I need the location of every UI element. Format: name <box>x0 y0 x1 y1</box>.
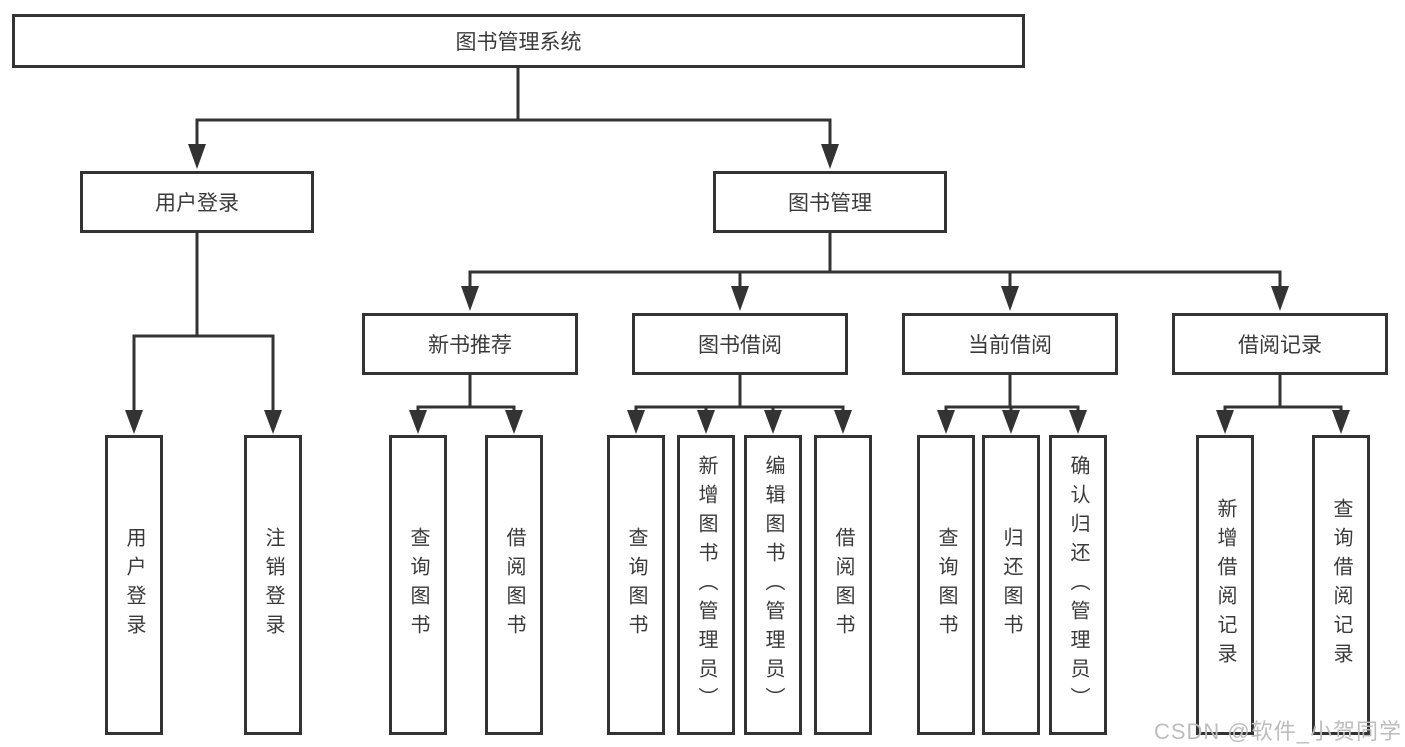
node-book-borrowing: 图书借阅 <box>632 313 848 375</box>
leaf-label: 查询图书 <box>625 527 647 643</box>
leaf-query-books-current: 查询图书 <box>917 435 975 735</box>
node-borrowing-records: 借阅记录 <box>1172 313 1388 375</box>
leaf-label: 编辑图书（管理员） <box>762 454 784 716</box>
leaf-return-books: 归还图书 <box>982 435 1040 735</box>
leaf-add-book-admin: 新增图书（管理员） <box>677 435 735 735</box>
leaf-label: 查询图书 <box>407 527 429 643</box>
node-user-login: 用户登录 <box>80 171 314 233</box>
leaf-label: 查询图书 <box>935 527 957 643</box>
node-root: 图书管理系统 <box>12 14 1025 68</box>
node-book-management: 图书管理 <box>713 171 947 233</box>
leaf-label: 借阅图书 <box>503 527 525 643</box>
leaf-label: 用户登录 <box>123 527 145 643</box>
leaf-label: 借阅图书 <box>832 527 854 643</box>
arrowhead-icons <box>125 144 1350 434</box>
leaf-label: 新增借阅记录 <box>1214 498 1236 672</box>
leaf-label: 查询借阅记录 <box>1330 498 1352 672</box>
leaf-query-books-recommend: 查询图书 <box>389 435 447 735</box>
leaf-logout: 注销登录 <box>244 435 302 735</box>
leaf-query-borrow-record: 查询借阅记录 <box>1312 435 1370 735</box>
leaf-user-login: 用户登录 <box>105 435 163 735</box>
leaf-confirm-return-admin: 确认归还（管理员） <box>1049 435 1107 735</box>
leaf-label: 注销登录 <box>262 527 284 643</box>
leaf-add-borrow-record: 新增借阅记录 <box>1196 435 1254 735</box>
leaf-edit-book-admin: 编辑图书（管理员） <box>744 435 802 735</box>
node-new-book-recommendation: 新书推荐 <box>362 313 578 375</box>
leaf-label: 确认归还（管理员） <box>1067 454 1089 716</box>
leaf-query-books-borrowing: 查询图书 <box>607 435 665 735</box>
leaf-label: 归还图书 <box>1000 527 1022 643</box>
leaf-borrow-books-recommend: 借阅图书 <box>485 435 543 735</box>
leaf-borrow-books-borrowing: 借阅图书 <box>814 435 872 735</box>
watermark: CSDN @软件_小贺同学 <box>1153 719 1402 744</box>
node-current-borrowing: 当前借阅 <box>902 313 1118 375</box>
leaf-label: 新增图书（管理员） <box>695 454 717 716</box>
